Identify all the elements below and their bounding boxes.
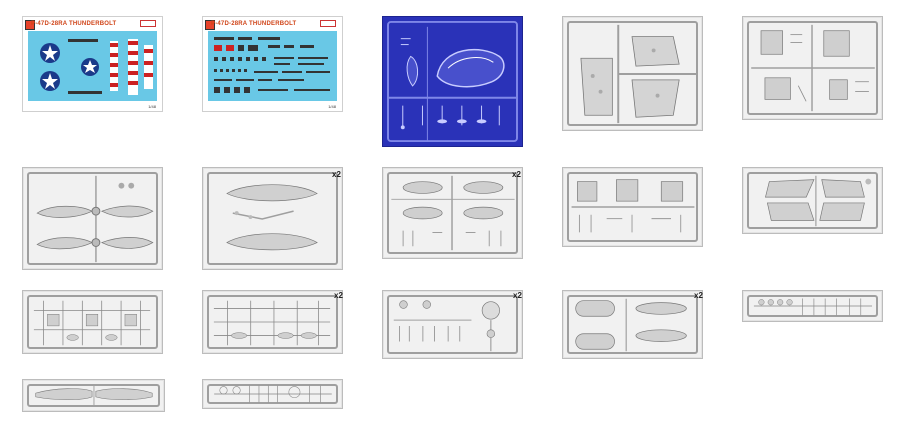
brand-logo-icon — [205, 20, 215, 30]
sprue-parts-drawing — [393, 300, 500, 352]
sprue-fuselage[interactable] — [22, 379, 165, 412]
sprue-frame — [207, 172, 338, 265]
badge-icon — [140, 20, 156, 27]
sprue-frame — [747, 21, 878, 115]
quantity-label: x2 — [334, 291, 343, 300]
quantity-label: x2 — [513, 291, 522, 300]
brand-logo-icon — [25, 20, 35, 30]
decal-sheet-area — [208, 31, 337, 101]
sprue-parts-drawing — [33, 300, 151, 346]
sprue-f[interactable] — [742, 290, 883, 322]
sprue-drop-tanks[interactable] — [202, 167, 343, 270]
quantity-label: x2 — [512, 170, 521, 179]
sprue-parts-drawing — [36, 175, 154, 263]
sprue-tanks-large[interactable] — [562, 290, 703, 359]
sprue-frame — [567, 21, 698, 126]
sprue-parts-drawing — [35, 385, 153, 407]
sprue-wings[interactable] — [742, 167, 883, 234]
sprue-frame — [27, 172, 158, 265]
sprue-parts-drawing — [575, 298, 687, 352]
sprue-parts-drawing — [580, 24, 697, 124]
decal-sheet-title: P-47D-28RA THUNDERBOLT — [31, 21, 117, 27]
sprue-c[interactable] — [562, 167, 703, 247]
sprue-parts-drawing — [214, 385, 332, 403]
sprue-frame — [207, 384, 338, 404]
decal-sheet-1[interactable]: P-47D-28RA THUNDERBOLT 1/48 — [22, 16, 163, 112]
sprue-frame — [387, 172, 518, 254]
sprue-b[interactable] — [742, 16, 883, 120]
decal-sheet-area — [28, 31, 157, 101]
sprue-d[interactable] — [22, 290, 163, 354]
sprue-propeller[interactable] — [22, 167, 163, 270]
decal-artwork — [214, 37, 330, 93]
sprue-frame — [27, 295, 158, 349]
sprue-parts-drawing — [226, 184, 318, 251]
quantity-label: x2 — [332, 170, 341, 179]
canopy-sprue-drawing — [387, 20, 518, 143]
decal-sheet-2[interactable]: P-47D-28RA THUNDERBOLT 1/48 — [202, 16, 343, 112]
sprue-parts-drawing — [753, 298, 873, 316]
sprue-a[interactable] — [562, 16, 703, 131]
sprue-frame — [567, 172, 698, 242]
badge-icon — [320, 20, 336, 27]
sprue-frame — [747, 172, 878, 229]
decal-sheet-title: P-47D-28RA THUNDERBOLT — [211, 21, 297, 27]
sprue-clear-canopy[interactable] — [382, 16, 523, 147]
sprue-parts-drawing — [751, 24, 875, 112]
sprue-parts-drawing — [765, 175, 872, 227]
sprue-bombs[interactable] — [382, 167, 523, 259]
scale-label: 1/48 — [328, 104, 336, 109]
quantity-label: x2 — [694, 291, 703, 300]
sprue-e[interactable] — [202, 290, 343, 354]
sprue-frame — [747, 295, 878, 317]
scale-label: 1/48 — [148, 104, 156, 109]
sprue-frame — [387, 295, 518, 354]
sprue-wheels[interactable] — [382, 290, 523, 359]
decal-artwork — [40, 39, 153, 95]
sprue-parts-drawing — [391, 175, 515, 251]
sprue-g[interactable] — [202, 379, 343, 409]
sprue-parts-drawing — [571, 179, 695, 233]
sprue-frame — [567, 295, 698, 354]
sprue-frame — [207, 295, 338, 349]
sprue-parts-drawing — [213, 300, 331, 346]
